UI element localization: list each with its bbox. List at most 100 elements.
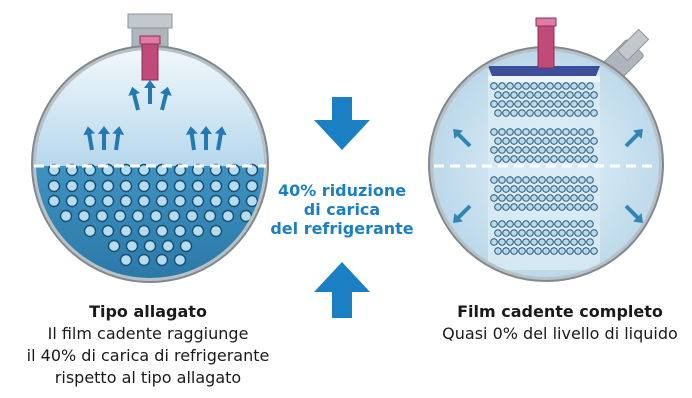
distributor [488,66,600,76]
tube [574,229,582,237]
tube [522,194,530,202]
tube [582,229,590,237]
tube [542,185,550,193]
tube [514,194,522,202]
tube [530,220,538,228]
tube [494,155,502,163]
tube [578,82,586,90]
tube [534,137,542,145]
tube [554,220,562,228]
tube [582,247,590,255]
tube [506,238,514,246]
tube [530,176,538,184]
tube [137,224,151,238]
tube [558,109,566,117]
tube [546,82,554,90]
tube [526,185,534,193]
tube [538,128,546,136]
tube [506,82,514,90]
arrow-shape [144,80,156,104]
up-arrow-icon [185,126,198,151]
right-suction-pipe [535,17,557,69]
tube [538,146,546,154]
tube [554,176,562,184]
tube [185,209,199,223]
tube [490,238,498,246]
tube [570,220,578,228]
tube [95,209,109,223]
tube [173,194,187,208]
tube [498,128,506,136]
flooded-evaporator [31,13,269,283]
tube [558,155,566,163]
tube [490,128,498,136]
tube [494,229,502,237]
tube [578,194,586,202]
tube [570,100,578,108]
tube [514,82,522,90]
flooded-line-2: il 40% di carica di refrigerante [26,346,270,365]
tube [530,238,538,246]
tube [542,247,550,255]
tube [209,194,223,208]
tube [149,209,163,223]
tube [546,238,554,246]
tube [586,82,594,90]
tube [546,220,554,228]
tube [554,238,562,246]
tube [558,229,566,237]
tube [498,176,506,184]
tube [502,247,510,255]
tube [542,109,550,117]
tube [566,137,574,145]
tube [526,155,534,163]
tube [554,82,562,90]
up-arrow-icon [453,129,472,148]
tube [113,209,127,223]
up-arrow-icon [624,129,643,148]
tube [510,203,518,211]
tube [562,100,570,108]
left-suction-pipe [139,35,161,81]
tube [518,229,526,237]
tube [542,155,550,163]
tube [518,91,526,99]
tube [518,155,526,163]
tube [47,194,61,208]
tube [530,82,538,90]
tube [514,128,522,136]
tube [490,100,498,108]
tube [566,185,574,193]
tube [530,128,538,136]
tube [570,82,578,90]
tube [574,91,582,99]
tube [161,239,175,253]
tube [494,109,502,117]
tube [490,146,498,154]
tube [498,146,506,154]
tube [566,229,574,237]
tube [534,203,542,211]
arrow-shape [453,204,472,223]
arrow-shape [83,126,96,151]
up-arrow-icon [214,126,227,151]
tube [546,176,554,184]
tube [558,185,566,193]
tube [518,137,526,145]
arrow-shape [112,126,125,151]
tube [562,176,570,184]
right-flow-arrows [453,129,643,223]
down-arrow-icon [314,97,370,150]
tube [542,229,550,237]
tube [586,100,594,108]
arrow-shape [624,204,643,223]
tube [562,128,570,136]
tube [191,194,205,208]
arrow-shape [214,126,227,151]
tube [498,220,506,228]
tube [586,128,594,136]
tube [510,229,518,237]
tube [578,176,586,184]
tube [518,185,526,193]
tube [546,194,554,202]
